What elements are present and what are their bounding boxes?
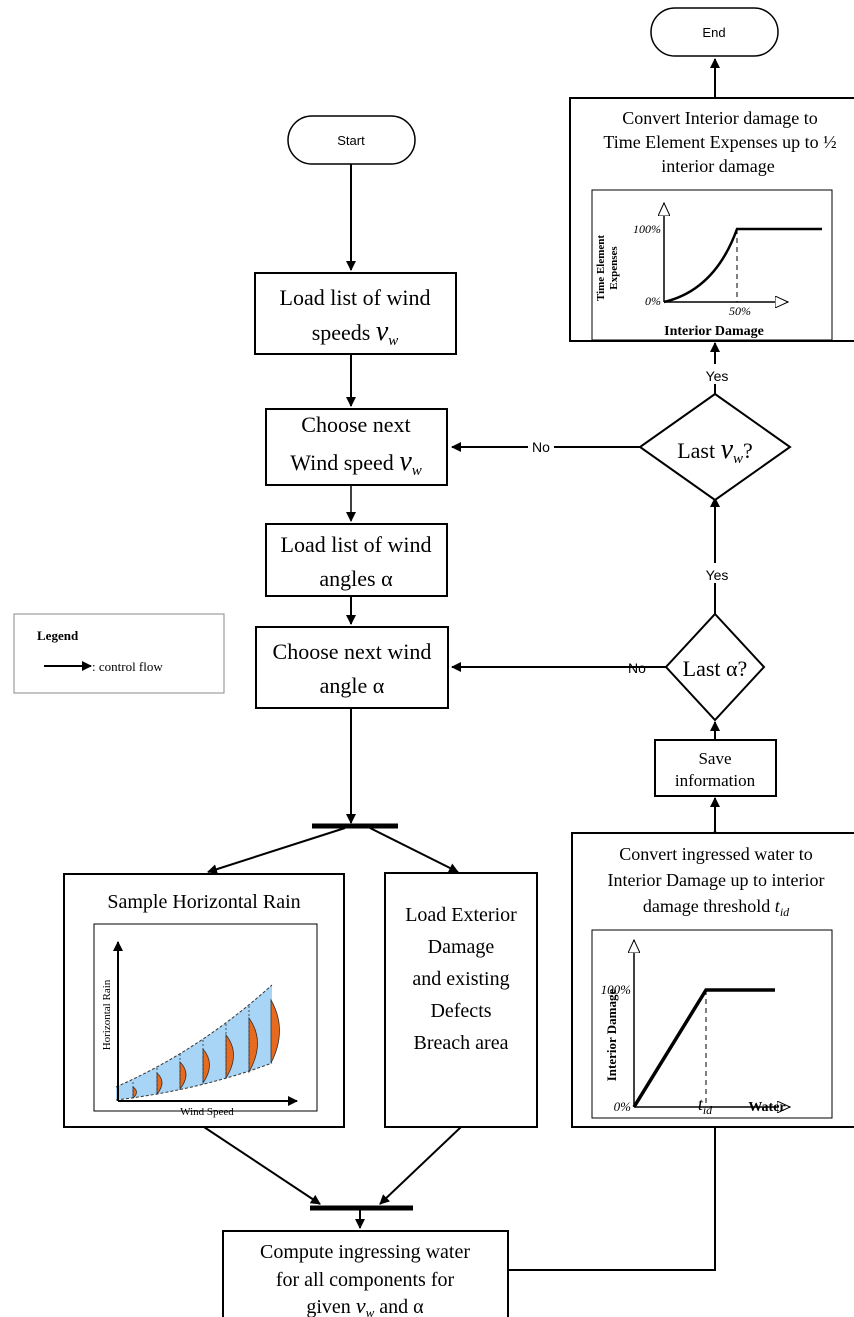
compute-node[interactable]: Compute ingressing water for all compone…: [222, 1230, 509, 1317]
choose-speed-line2: Wind speed vw: [290, 446, 422, 479]
interior-y-bottom: 0%: [614, 1099, 632, 1114]
expense-chart: 100% 0% 50% Interior Damage Time Element…: [591, 189, 833, 341]
edge-sample-rain-join: [203, 1126, 321, 1205]
rain-distribution: [132, 1086, 137, 1099]
choose-speed-line1: Choose next: [301, 412, 410, 437]
edge-yes-label-v: Yes: [706, 368, 729, 384]
interior-x-label: Water: [748, 1100, 785, 1115]
edge-yes-label-alpha: Yes: [706, 567, 729, 583]
interior-x-tick: tid: [698, 1094, 713, 1117]
load-angles-line1: Load list of wind: [281, 532, 432, 557]
choose-angle-line1: Choose next wind: [273, 639, 432, 664]
choose-angle-line2: angle α: [320, 673, 385, 698]
last-alpha-decision[interactable]: Last α?: [664, 612, 766, 722]
load-angles-node[interactable]: Load list of wind angles α: [265, 523, 448, 597]
legend-item-label: : control flow: [92, 659, 163, 674]
expense-x-label: Interior Damage: [664, 324, 764, 339]
rain-chart: Horizontal Rain Wind Speed: [93, 923, 318, 1118]
expense-y-label-2: Expenses: [608, 246, 620, 290]
save-line1: Save: [698, 749, 731, 768]
interior-damage-chart: 100% 0% tid Water Interior Damage: [591, 929, 833, 1119]
rain-band-lower: [115, 1062, 273, 1101]
rain-x-label: Wind Speed: [180, 1106, 234, 1118]
convert-interior-line1: Convert Interior damage to: [622, 108, 817, 128]
last-v-label: Last vw?: [677, 434, 753, 467]
load-exterior-line2: Damage: [428, 936, 495, 958]
expense-x-tick: 50%: [729, 304, 751, 318]
rain-distribution: [202, 1047, 210, 1085]
convert-interior-node[interactable]: Convert Interior damage to Time Element …: [569, 97, 854, 342]
expense-y-label-1: Time Element: [595, 235, 607, 301]
convert-ingress-line2: Interior Damage up to interior: [608, 870, 825, 890]
end-node[interactable]: End: [650, 7, 779, 57]
legend-title: Legend: [37, 628, 79, 643]
last-alpha-label: Last α?: [683, 656, 748, 681]
start-node[interactable]: Start: [287, 115, 416, 165]
edge-no-label-v: No: [532, 439, 550, 455]
save-line2: information: [675, 771, 756, 790]
load-speeds-node[interactable]: Load list of wind speeds vw: [254, 272, 457, 355]
load-exterior-line4: Defects: [430, 1000, 491, 1022]
choose-speed-node[interactable]: Choose next Wind speed vw: [265, 408, 448, 486]
expense-curve: [663, 227, 822, 304]
compute-line3: given vw and α: [306, 1293, 424, 1317]
rain-distribution: [179, 1061, 187, 1091]
load-exterior-node[interactable]: Load Exterior Damage and existing Defect…: [384, 872, 538, 1128]
legend: Legend : control flow: [13, 613, 225, 694]
rain-distribution: [270, 998, 280, 1064]
expense-y-top: 100%: [633, 222, 661, 236]
compute-line1: Compute ingressing water: [260, 1241, 470, 1263]
last-v-decision[interactable]: Last vw?: [638, 392, 792, 502]
load-speeds-line1: Load list of wind: [280, 285, 431, 310]
convert-ingress-line3: damage threshold tid: [643, 896, 790, 919]
edge-fork-sample-rain: [207, 827, 346, 875]
rain-distributions: [132, 998, 280, 1099]
interior-y-label: Interior Damage: [604, 989, 619, 1082]
convert-interior-line3: interior damage: [661, 156, 774, 176]
start-label: Start: [337, 133, 365, 148]
rain-band-upper: [115, 984, 273, 1088]
load-angles-line2: angles α: [319, 566, 393, 591]
convert-ingress-line1: Convert ingressed water to: [619, 844, 812, 864]
rain-band: [116, 985, 272, 1100]
edge-load-exterior-join: [379, 1126, 462, 1205]
load-exterior-line1: Load Exterior: [405, 904, 517, 926]
save-node[interactable]: Save information: [654, 739, 777, 797]
choose-angle-node[interactable]: Choose next wind angle α: [255, 626, 449, 709]
sample-rain-label: Sample Horizontal Rain: [107, 891, 300, 913]
edge-no-label-alpha: No: [628, 660, 646, 676]
load-exterior-line3: and existing: [412, 968, 509, 990]
convert-interior-line2: Time Element Expenses up to ½: [603, 132, 836, 152]
rain-y-label: Horizontal Rain: [101, 979, 113, 1050]
sample-rain-node[interactable]: Sample Horizontal Rain: [63, 873, 345, 1128]
end-label: End: [702, 25, 725, 40]
compute-line2: for all components for: [276, 1269, 455, 1291]
load-exterior-line5: Breach area: [414, 1032, 509, 1054]
expense-y-bottom: 0%: [645, 294, 661, 308]
load-speeds-line2: speeds vw: [312, 316, 399, 349]
convert-ingress-node[interactable]: Convert ingressed water to Interior Dama…: [571, 832, 854, 1128]
edge-fork-load-exterior: [369, 827, 459, 873]
interior-y-top: 100%: [601, 982, 632, 997]
